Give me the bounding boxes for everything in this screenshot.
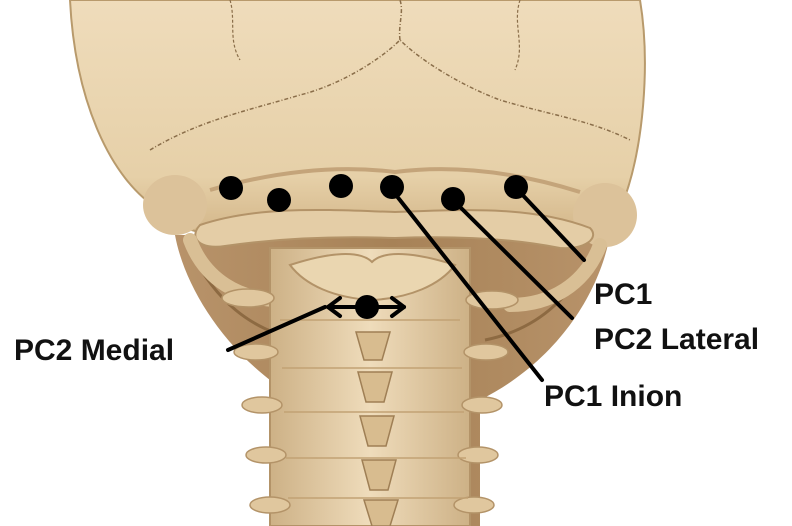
left-mastoid (143, 175, 207, 235)
label-pc1-inion: PC1 Inion (544, 380, 682, 413)
marker-dot (380, 175, 404, 199)
marker-dot (504, 175, 528, 199)
marker-dot (441, 187, 465, 211)
label-pc2-lateral: PC2 Lateral (594, 323, 759, 356)
marker-dot (267, 188, 291, 212)
label-pc2-medial: PC2 Medial (14, 334, 174, 367)
label-pc1: PC1 (594, 278, 652, 311)
marker-dot (219, 176, 243, 200)
marker-dot (329, 174, 353, 198)
